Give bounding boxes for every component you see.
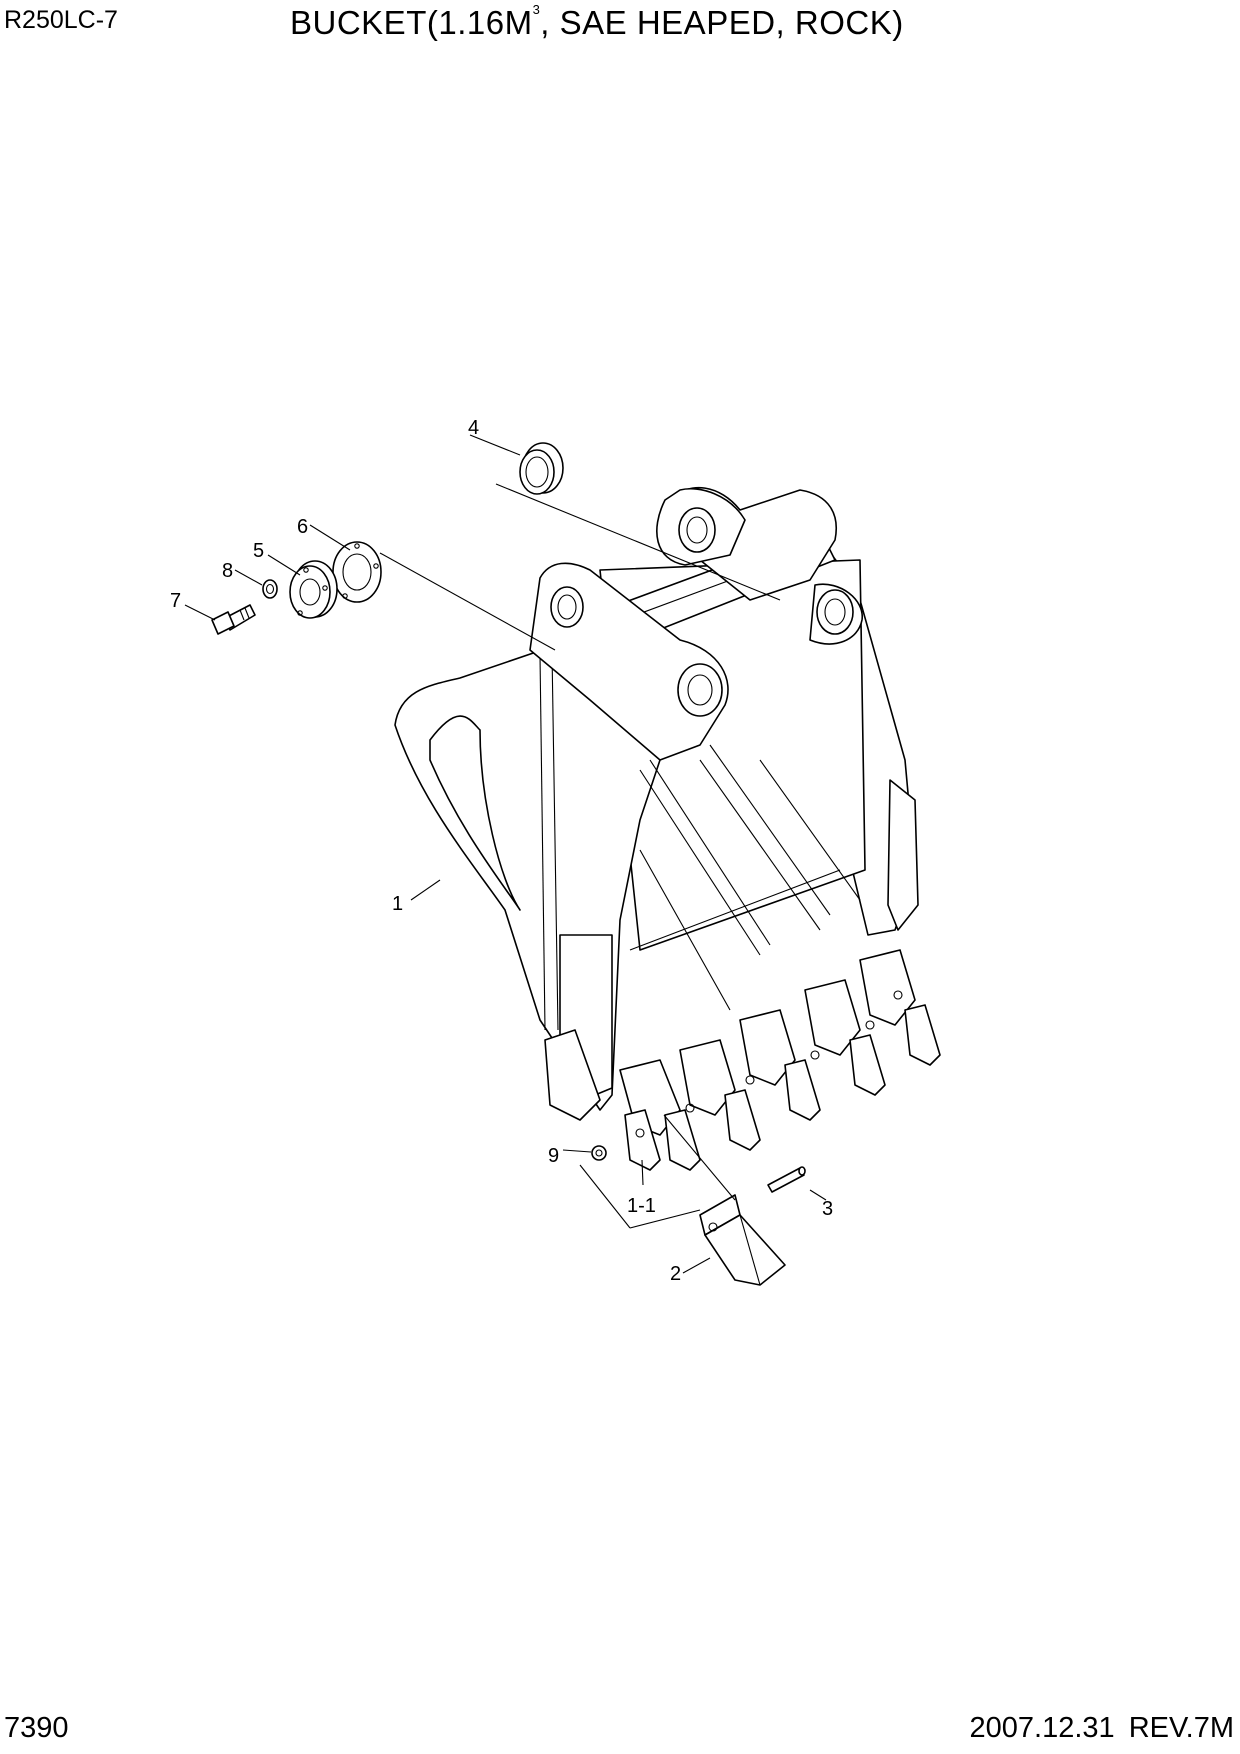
bushing-part-4 xyxy=(519,442,564,495)
page-title: BUCKET(1.16M3, SAE HEAPED, ROCK) xyxy=(290,2,904,42)
page-number: 7390 xyxy=(4,1712,69,1744)
nut-part-9 xyxy=(591,1145,607,1161)
washer-part-8 xyxy=(262,579,278,599)
tooth-part-2 xyxy=(699,1194,786,1286)
revision-code: REV.7M xyxy=(1128,1712,1234,1744)
title-superscript: 3 xyxy=(532,2,541,17)
pin-part-3 xyxy=(767,1166,806,1193)
bolt-part-7 xyxy=(211,604,256,635)
revision-date: 2007.12.31 xyxy=(969,1712,1115,1744)
callout-4: 4 xyxy=(468,417,479,439)
callout-6: 6 xyxy=(297,516,308,538)
shim-part-6 xyxy=(332,541,382,603)
bucket-body xyxy=(394,486,941,1171)
callout-3: 3 xyxy=(822,1198,833,1220)
leader-lines xyxy=(184,434,827,1274)
callout-5: 5 xyxy=(253,540,264,562)
callout-labels: 1 1-1 2 3 4 5 6 7 8 9 xyxy=(170,417,833,1285)
title-main: BUCKET(1.16M xyxy=(290,4,533,41)
callout-8: 8 xyxy=(222,560,233,582)
model-code: R250LC-7 xyxy=(4,6,118,34)
revision-info: 2007.12.31 REV.7M xyxy=(970,1712,1234,1745)
callout-1-1: 1-1 xyxy=(627,1195,656,1217)
callout-7: 7 xyxy=(170,590,181,612)
plate-part-5 xyxy=(289,560,338,619)
callout-1: 1 xyxy=(392,893,403,915)
title-rest: , SAE HEAPED, ROCK) xyxy=(540,4,904,41)
callout-9: 9 xyxy=(548,1145,559,1167)
callout-2: 2 xyxy=(670,1263,681,1285)
